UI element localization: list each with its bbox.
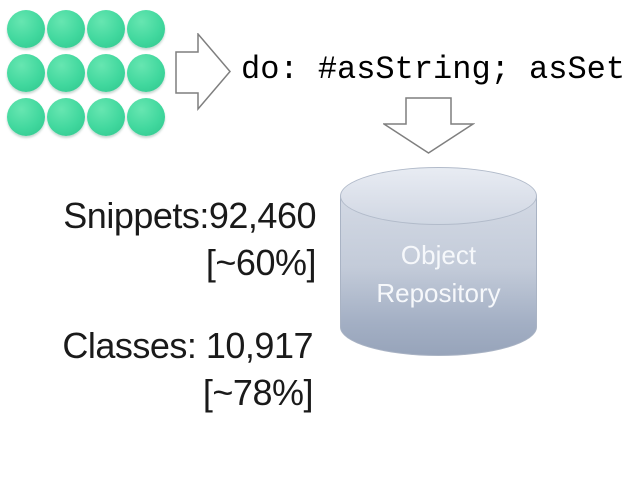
- object-circle: [87, 98, 125, 136]
- classes-percent: [~78%]: [202, 372, 314, 413]
- object-circle: [87, 54, 125, 92]
- classes-count: Classes: 10,917: [62, 325, 313, 366]
- object-circle: [127, 54, 165, 92]
- object-circle: [47, 54, 85, 92]
- object-circle: [127, 98, 165, 136]
- snippets-stats: Snippets:92,460 [~60%]: [63, 192, 316, 286]
- code-text: do: #asString; asSet: [241, 51, 626, 88]
- repository-label-line2: Repository: [376, 278, 501, 308]
- object-circle: [47, 98, 85, 136]
- object-circle: [47, 10, 85, 48]
- object-circle: [87, 10, 125, 48]
- objects-grid: [7, 10, 165, 136]
- repository-label: Object Repository: [340, 236, 537, 312]
- object-circle: [127, 10, 165, 48]
- object-circle: [7, 98, 45, 136]
- object-circle: [7, 54, 45, 92]
- snippets-count: Snippets:92,460: [63, 195, 316, 236]
- database-cylinder-top-icon: [340, 167, 537, 225]
- object-circle: [7, 10, 45, 48]
- down-arrow-icon: [383, 97, 475, 154]
- right-arrow-icon: [175, 33, 231, 111]
- snippets-percent: [~60%]: [205, 242, 317, 283]
- repository-label-line1: Object: [400, 240, 477, 270]
- classes-stats: Classes: 10,917 [~78%]: [62, 322, 313, 416]
